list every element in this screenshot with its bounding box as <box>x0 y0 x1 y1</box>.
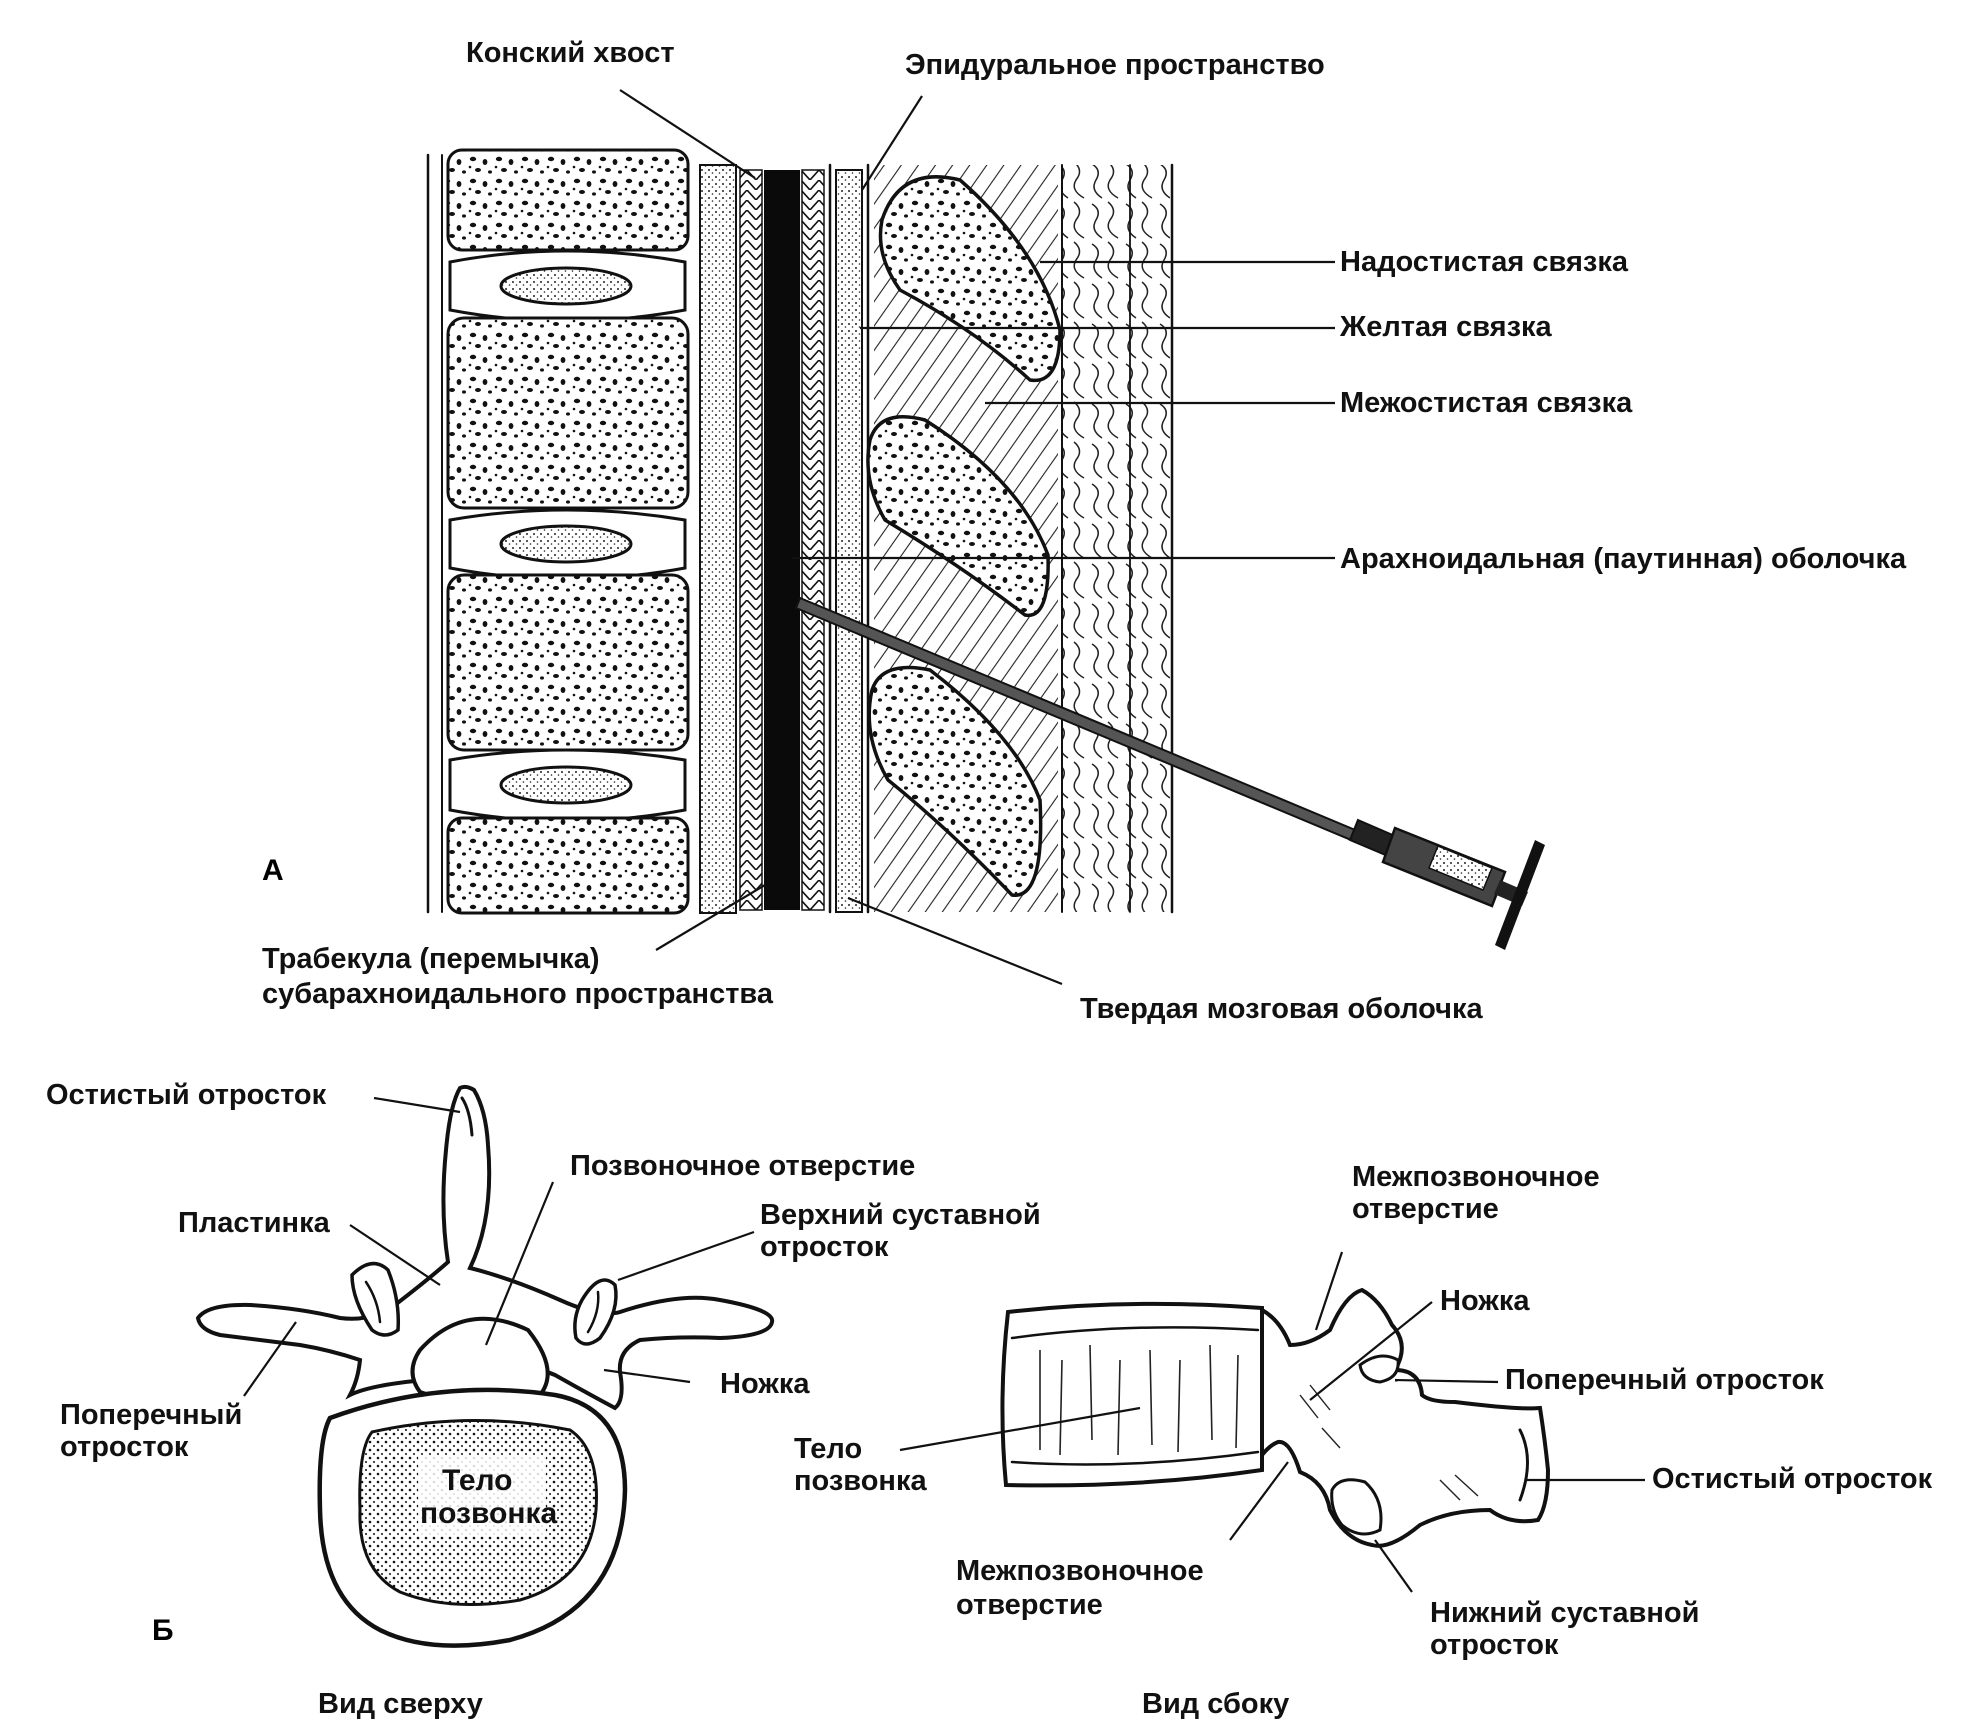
side-view-caption: Вид сбоку <box>1142 1688 1289 1720</box>
epidural-space <box>835 169 863 913</box>
intervertebral-disc-1 <box>448 249 687 323</box>
epidural-space-label: Эпидуральное пространство <box>905 49 1325 81</box>
top-spinous-process-label: Остистый отросток <box>46 1079 327 1111</box>
top-transverse-label-line2: отросток <box>60 1431 189 1463</box>
top-vertebral-foramen-label: Позвоночное отверстие <box>570 1150 915 1182</box>
panel-a-letter: A <box>262 854 284 887</box>
supraspinous-ligament <box>1062 165 1170 912</box>
side-view-leaders <box>899 1251 1645 1593</box>
vertebral-body-3 <box>446 573 690 752</box>
panel-b-letter: Б <box>152 1614 174 1647</box>
dura-mater-label: Твердая мозговая оболочка <box>1080 993 1483 1025</box>
side-inferior-articular-label-line1: Нижний суставной <box>1430 1597 1699 1629</box>
arachnoid-label: Арахноидальная (паутинная) оболочка <box>1340 543 1907 575</box>
supraspinous-ligament-label: Надостистая связка <box>1340 246 1629 278</box>
top-body-label-line1: Тело <box>442 1464 513 1497</box>
top-pedicle-label: Ножка <box>720 1368 810 1400</box>
spinal-needle <box>794 596 1545 950</box>
side-body-label-line1: Тело <box>794 1433 862 1465</box>
interspinous-ligament-label: Межостистая связка <box>1340 387 1633 419</box>
side-foramen-top-label-line1: Межпозвоночное <box>1352 1161 1600 1193</box>
posterior-trabeculae <box>801 169 825 911</box>
panel-a-leaders <box>619 89 1335 986</box>
top-lamina-label: Пластинка <box>178 1207 331 1239</box>
ligamentum-flavum-label: Желтая связка <box>1339 311 1552 343</box>
top-view-caption: Вид сверху <box>318 1688 483 1720</box>
cauda-equina-band <box>764 170 800 910</box>
vertebra-side-view <box>1000 1287 1551 1548</box>
anterior-trabeculae <box>739 169 763 911</box>
trabecula-label-line2: субарахноидального пространства <box>262 978 774 1010</box>
top-view-leaders <box>243 1096 755 1397</box>
side-body-label-line2: позвонка <box>794 1465 927 1497</box>
vertebral-body-1 <box>446 148 690 252</box>
top-transverse-label-line1: Поперечный <box>60 1399 242 1431</box>
side-foramen-top-label-line2: отверстие <box>1352 1193 1499 1225</box>
side-foramen-bottom-label-line1: Межпозвоночное <box>956 1555 1204 1587</box>
side-spinous-process-label: Остистый отросток <box>1652 1463 1933 1495</box>
vertebra-top-view <box>195 1084 775 1648</box>
side-foramen-bottom-label-line2: отверстие <box>956 1589 1103 1621</box>
anterior-meninges <box>699 164 737 914</box>
vertebral-body-4 <box>446 816 690 915</box>
top-body-label-line2: позвонка <box>420 1497 557 1530</box>
trabecula-label-line1: Трабекула (перемычка) <box>262 943 599 975</box>
top-superior-articular-label-line1: Верхний суставной <box>760 1199 1041 1231</box>
side-inferior-articular-label-line2: отросток <box>1430 1629 1559 1661</box>
spinous-process-1 <box>878 175 1062 383</box>
side-pedicle-label: Ножка <box>1440 1285 1530 1317</box>
cauda-equina-label: Конский хвост <box>466 37 675 69</box>
top-superior-articular-label-line2: отросток <box>760 1231 889 1263</box>
spinous-process-2 <box>866 415 1050 618</box>
intervertebral-disc-2 <box>448 508 687 581</box>
spinous-process-3 <box>867 665 1043 897</box>
panel-a-illustration <box>426 148 1174 915</box>
side-transverse-process-label: Поперечный отросток <box>1505 1364 1824 1396</box>
vertebral-body-2 <box>446 316 690 510</box>
side-vertebral-body <box>1000 1301 1264 1488</box>
intervertebral-disc-3 <box>448 748 687 823</box>
